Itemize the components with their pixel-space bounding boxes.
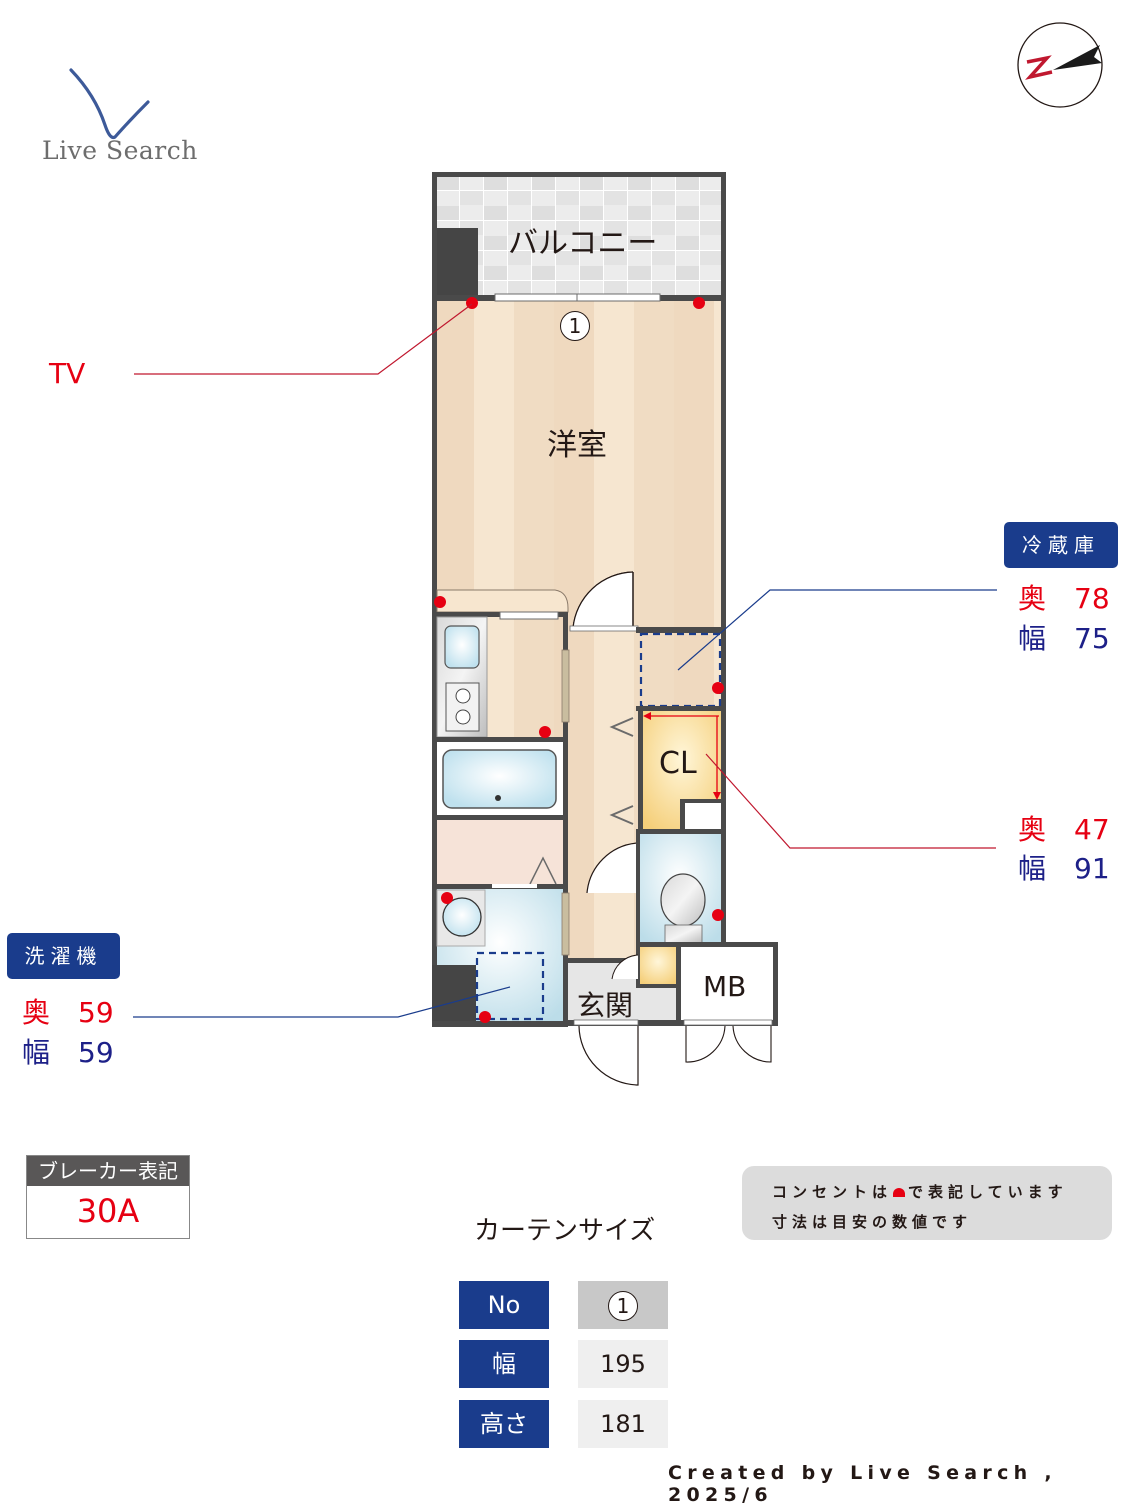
room-label-balcony: バルコニー (508, 226, 658, 261)
curtain-table-title: カーテンサイズ (474, 1216, 656, 1246)
curtain-header-width: 幅 (459, 1340, 549, 1388)
logo-mark-icon (69, 68, 150, 140)
washing-machine-space (475, 951, 545, 1021)
tv-label: TV (49, 357, 86, 390)
notes-box: コンセントはで表記しています 寸法は目安の数値です (742, 1166, 1112, 1240)
refrigerator-leader-line (677, 589, 997, 671)
room-label-meter-box: MB (703, 970, 747, 1003)
breaker-box: ブレーカー表記 30A (26, 1155, 190, 1239)
refrigerator-width-value: 75 (1074, 622, 1110, 655)
note-line-1: コンセントはで表記しています (772, 1183, 1068, 1201)
washer-width-value: 59 (78, 1036, 114, 1069)
washer-depth-value: 59 (78, 996, 114, 1029)
outlet-markers (434, 297, 724, 1023)
refrigerator-depth-value: 78 (1074, 582, 1110, 615)
meter-box (681, 947, 773, 1020)
curtain-header-height: 高さ (459, 1400, 549, 1448)
curtain-header-no: No (459, 1281, 549, 1329)
curtain-marker: 1 (560, 311, 590, 341)
refrigerator-tag: 冷蔵庫 (1004, 522, 1118, 568)
curtain-value-width: 195 (578, 1340, 668, 1388)
room-label-entrance: 玄関 (577, 989, 634, 1022)
logo-text: Live Search (42, 136, 198, 165)
curtain-value-height: 181 (578, 1400, 668, 1448)
tv-leader-line (134, 303, 473, 375)
closet-depth-value: 47 (1074, 813, 1110, 846)
refrigerator-space (639, 632, 722, 708)
curtain-value-no: 1 (578, 1281, 668, 1329)
closet-width-value: 91 (1074, 852, 1110, 885)
footer-credit: Created by Live Search , 2025/6 (668, 1462, 1057, 1506)
balcony-area (434, 174, 724, 298)
breaker-value: 30A (76, 1192, 140, 1230)
outlet-legend-icon (893, 1188, 906, 1197)
washing-machine-tag: 洗濯機 (7, 933, 120, 979)
washer-leader-line (133, 986, 511, 1018)
note-line-2: 寸法は目安の数値です (772, 1213, 973, 1231)
compass-north-icon (1017, 22, 1103, 108)
closet-leader-line (705, 753, 996, 849)
western-room-floor (437, 300, 721, 630)
room-label-western-room: 洋室 (547, 428, 607, 463)
curtain-marker-number: 1 (560, 311, 590, 341)
room-label-closet: CL (659, 746, 697, 781)
breaker-title: ブレーカー表記 (27, 1156, 189, 1186)
